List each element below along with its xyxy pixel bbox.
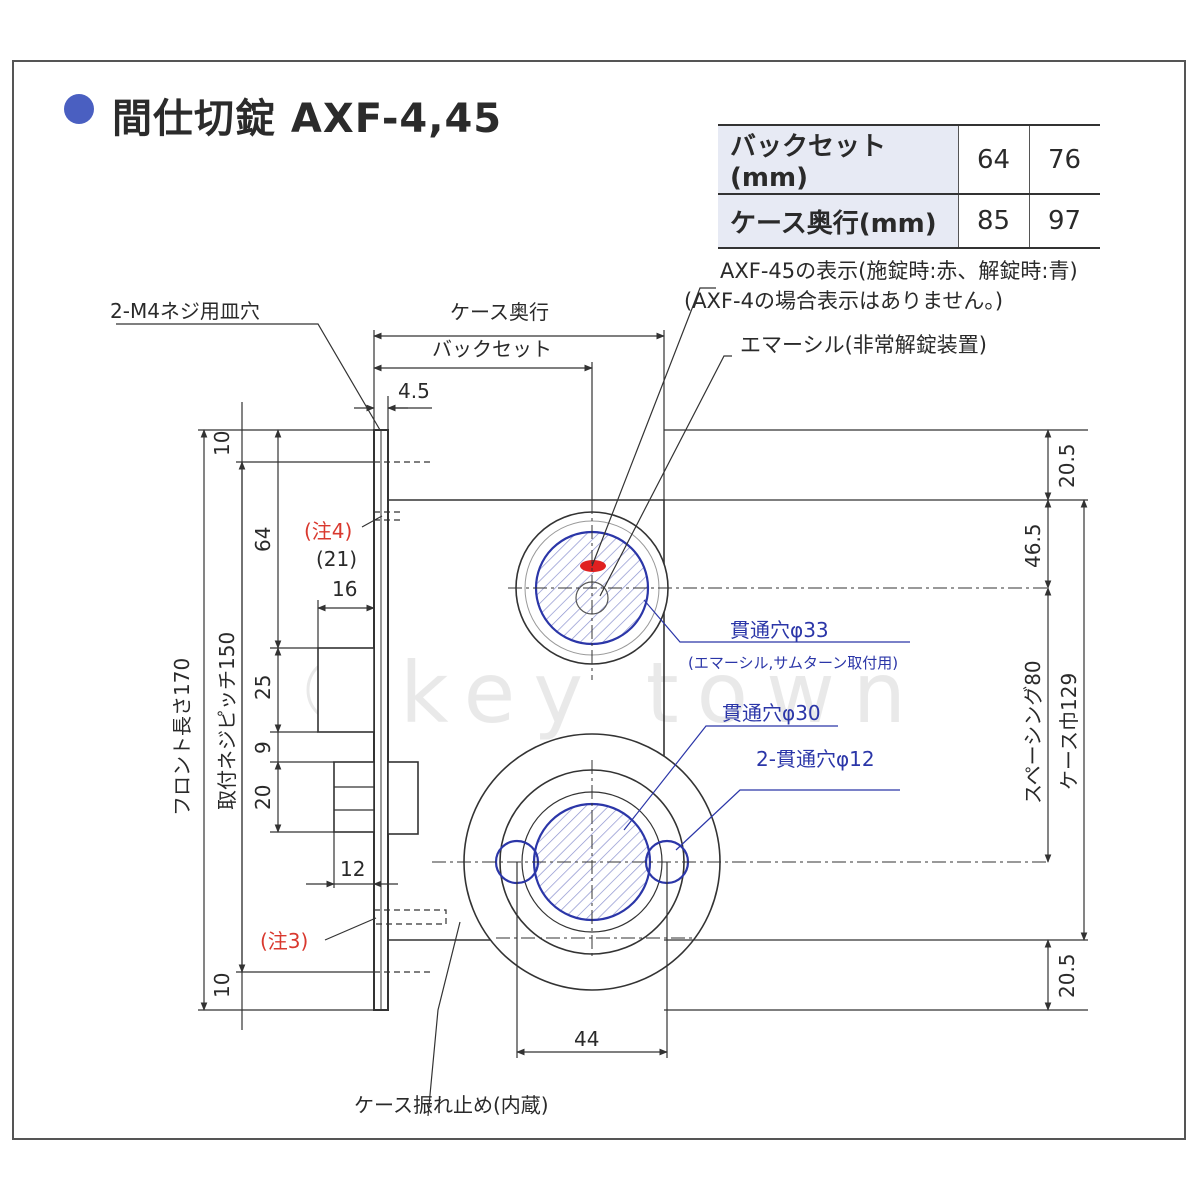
dim-20: 20 [251, 785, 275, 810]
mount-pitch-label: 取付ネジピッチ150 [215, 632, 239, 810]
dim-12: 12 [340, 857, 365, 881]
hole33-sub-label: (エマーシル,サムターン取付用) [688, 654, 898, 672]
case-stop-label: ケース振れ止め(内蔵) [354, 1093, 549, 1117]
hole33-label: 貫通穴φ33 [730, 618, 829, 642]
front-plate [373, 429, 389, 1011]
leader-lines [116, 287, 910, 1117]
screw-holes-label: 2-M4ネジ用皿穴 [110, 299, 260, 323]
dim-10-top: 10 [210, 431, 234, 456]
spec-value: 97 [1047, 206, 1082, 236]
dim-64: 64 [251, 527, 275, 552]
spec-value: 64 [957, 125, 1030, 194]
spec-table: バックセット(mm) 64 76 ケース奥行(mm) 85 97 [718, 124, 1100, 249]
dim-25: 25 [251, 675, 275, 700]
dim-16: 16 [332, 577, 357, 601]
emergency-label: エマーシル(非常解錠装置) [740, 333, 987, 357]
dim-10-bottom: 10 [210, 973, 234, 998]
spacing-label: スペーシング80 [1021, 660, 1045, 804]
dim-46-5: 46.5 [1021, 523, 1045, 568]
title-bullet-icon [64, 94, 94, 124]
note4-label: (注4) [304, 519, 352, 543]
dim-9: 9 [251, 741, 275, 754]
note4-value: (21) [316, 547, 357, 571]
spec-row-backset: バックセット(mm) 64 76 [718, 125, 1100, 194]
spec-value: 85 [957, 194, 1030, 248]
center-lines [432, 500, 1048, 960]
spec-label: ケース奥行(mm) [718, 194, 958, 248]
dim-20-5-bottom: 20.5 [1055, 953, 1079, 998]
lock-indicator-icon [580, 560, 606, 572]
dim-44: 44 [574, 1027, 599, 1051]
note3-label: (注3) [260, 929, 308, 953]
latch-bolt [317, 647, 375, 733]
dead-bolt [333, 761, 419, 835]
spec-label: バックセット(mm) [718, 125, 958, 194]
dim-4-5: 4.5 [398, 379, 430, 403]
labels: 2-M4ネジ用皿穴 ケース奥行 バックセット 4.5 AXF-45の表示(施錠時… [110, 259, 1081, 1117]
axf45-display-label: AXF-45の表示(施錠時:赤、解錠時:青) [720, 259, 1078, 283]
dimension-lines [198, 330, 1088, 1058]
hole12-label: 2-貫通穴φ12 [756, 747, 875, 771]
page-title: 間仕切錠 AXF-4,45 [112, 96, 503, 142]
dim-20-5-top: 20.5 [1055, 443, 1079, 488]
spec-value: 76 [1047, 144, 1082, 175]
axf4-note-label: (AXF-4の場合表示はありません。) [684, 289, 1003, 313]
spec-row-case-depth: ケース奥行(mm) 85 97 [718, 194, 1100, 248]
backset-label: バックセット [432, 337, 552, 361]
hole30-label: 貫通穴φ30 [722, 701, 821, 725]
case-width-label: ケース巾129 [1057, 673, 1081, 790]
drawing-frame [12, 60, 1186, 1140]
case-depth-label: ケース奥行 [450, 300, 549, 324]
front-length-label: フロント長さ170 [170, 658, 194, 816]
screw-hole-marks [373, 461, 447, 973]
